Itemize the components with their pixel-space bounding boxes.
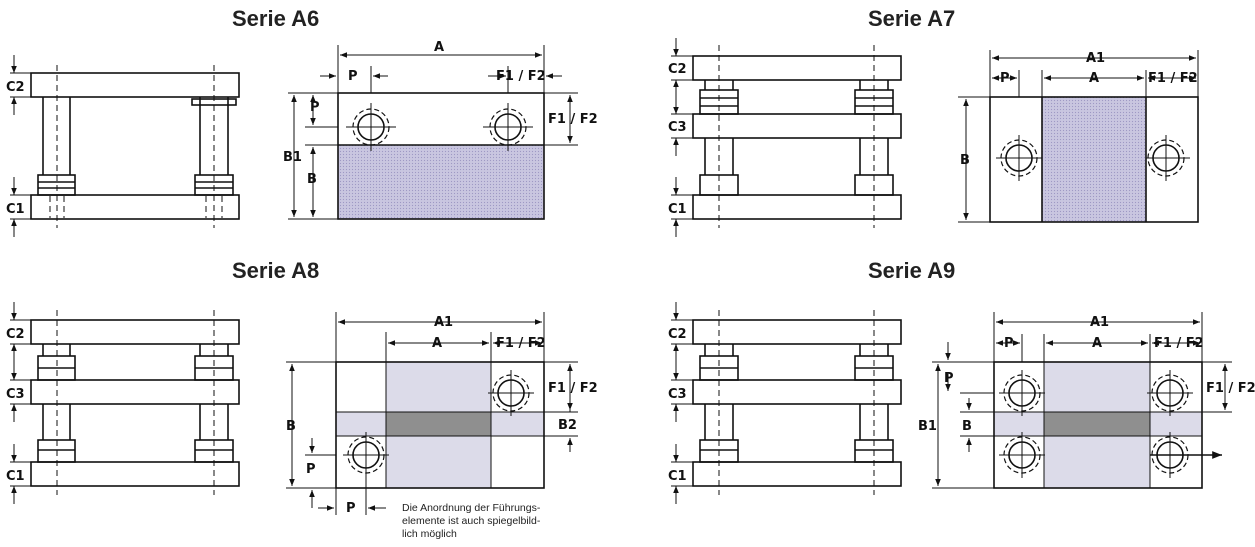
title-serie-a7: Serie A7 — [868, 6, 956, 31]
a9-side-view — [671, 302, 902, 504]
note-line-3: lich möglich — [402, 528, 457, 540]
a9-top-view — [932, 312, 1232, 489]
title-serie-a8: Serie A8 — [232, 258, 320, 283]
a8-label-b2: B2 — [558, 418, 577, 433]
a7-label-c2: C2 — [668, 62, 687, 77]
a6-label-c1: C1 — [6, 202, 25, 217]
a8-label-f1f2-top: F1 / F2 — [496, 336, 546, 351]
a8-label-a: A — [432, 336, 442, 351]
a7-label-a1: A1 — [1086, 51, 1105, 66]
a7-label-c1: C1 — [668, 202, 687, 217]
a7-label-f1f2: F1 / F2 — [1148, 71, 1198, 86]
a8-label-c1: C1 — [6, 469, 25, 484]
a6-label-f1f2-side: F1 / F2 — [548, 112, 598, 127]
a8-label-a1: A1 — [434, 315, 453, 330]
a9-label-a1: A1 — [1090, 315, 1109, 330]
a8-label-b: B — [286, 419, 296, 434]
a6-label-c2: C2 — [6, 80, 25, 95]
a6-label-p-top: P — [348, 69, 358, 84]
mirror-arrangement-note: Die Anordnung der Führungs- elemente ist… — [402, 502, 602, 541]
a9-label-b: B — [962, 419, 972, 434]
title-serie-a9: Serie A9 — [868, 258, 956, 283]
a6-side-view — [10, 55, 240, 237]
a9-label-f1f2-side: F1 / F2 — [1206, 381, 1255, 396]
a9-label-c2: C2 — [668, 327, 687, 342]
a7-top-view — [958, 50, 1199, 223]
a9-label-a: A — [1092, 336, 1102, 351]
a7-label-a: A — [1089, 71, 1099, 86]
a6-label-b: B — [307, 172, 317, 187]
a9-label-p-side: P — [944, 371, 954, 386]
a6-label-b1: B1 — [283, 150, 302, 165]
a7-label-c3: C3 — [668, 120, 687, 135]
note-line-2: elemente ist auch spiegelbild- — [402, 515, 541, 527]
a6-label-p-side: P — [310, 100, 320, 115]
note-line-1: Die Anordnung der Führungs- — [402, 502, 541, 514]
a8-label-c3: C3 — [6, 387, 25, 402]
a8-label-c2: C2 — [6, 327, 25, 342]
a8-side-view — [10, 302, 240, 504]
a7-side-view — [671, 38, 902, 237]
a9-label-b1: B1 — [918, 419, 937, 434]
a9-label-p: P — [1004, 336, 1014, 351]
title-serie-a6: Serie A6 — [232, 6, 320, 31]
a6-top-view — [288, 45, 578, 220]
a8-label-p-side: P — [306, 462, 316, 477]
a8-label-p-bottom: P — [346, 501, 356, 516]
a8-top-view — [286, 312, 578, 515]
a9-label-c3: C3 — [668, 387, 687, 402]
a7-label-b: B — [960, 153, 970, 168]
a6-label-a: A — [434, 40, 444, 55]
a6-label-f1f2-top: F1 / F2 — [496, 69, 546, 84]
a8-label-f1f2-side: F1 / F2 — [548, 381, 598, 396]
a7-label-p: P — [1000, 71, 1010, 86]
a9-label-c1: C1 — [668, 469, 687, 484]
a9-label-f1f2-top: F1 / F2 — [1154, 336, 1204, 351]
